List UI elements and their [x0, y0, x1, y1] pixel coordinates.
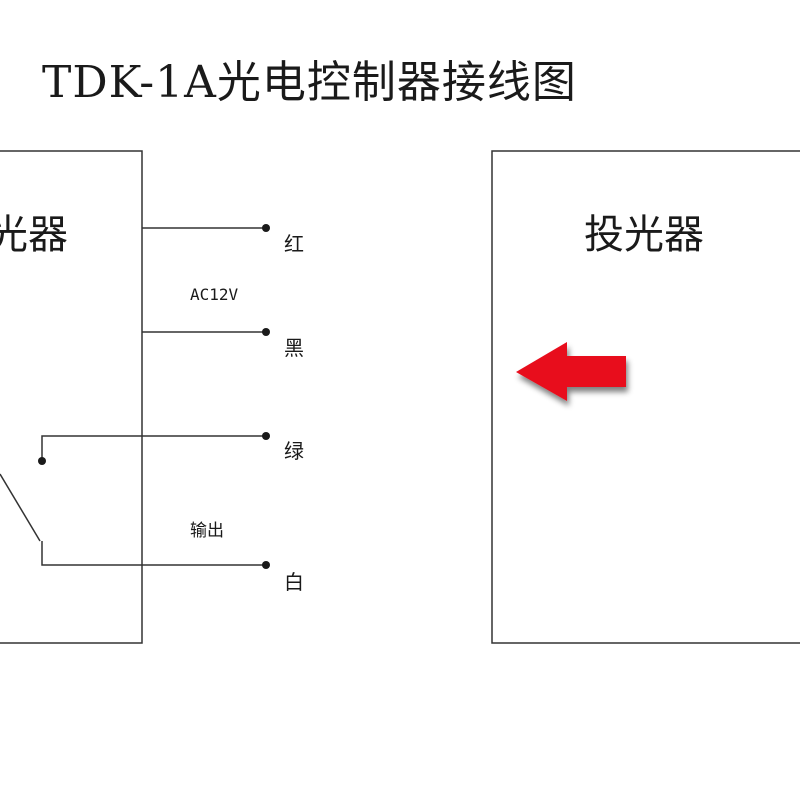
- wire-label-white: 白: [284, 570, 304, 594]
- green-wire: [41, 435, 266, 461]
- wire-label-black: 黑: [284, 336, 304, 360]
- light-direction-arrow: [516, 342, 626, 401]
- red-terminal: [262, 224, 270, 232]
- white-wire: [41, 541, 266, 566]
- relay-contact-dot: [38, 457, 46, 465]
- wire-label-green: 绿: [284, 439, 304, 463]
- power-annotation: AC12V: [190, 285, 239, 304]
- relay-switch-arm: [0, 473, 41, 542]
- output-annotation: 输出: [190, 521, 224, 541]
- emitter-label: 投光器: [584, 212, 704, 258]
- green-terminal: [262, 432, 270, 440]
- black-terminal: [262, 328, 270, 336]
- white-terminal: [262, 561, 270, 569]
- wire-label-red: 红: [284, 232, 304, 256]
- receiver-label: 光器: [0, 212, 68, 258]
- diagram-title: TDK-1A光电控制器接线图: [42, 57, 577, 108]
- receiver-box: [0, 150, 143, 644]
- emitter-box: [491, 150, 800, 644]
